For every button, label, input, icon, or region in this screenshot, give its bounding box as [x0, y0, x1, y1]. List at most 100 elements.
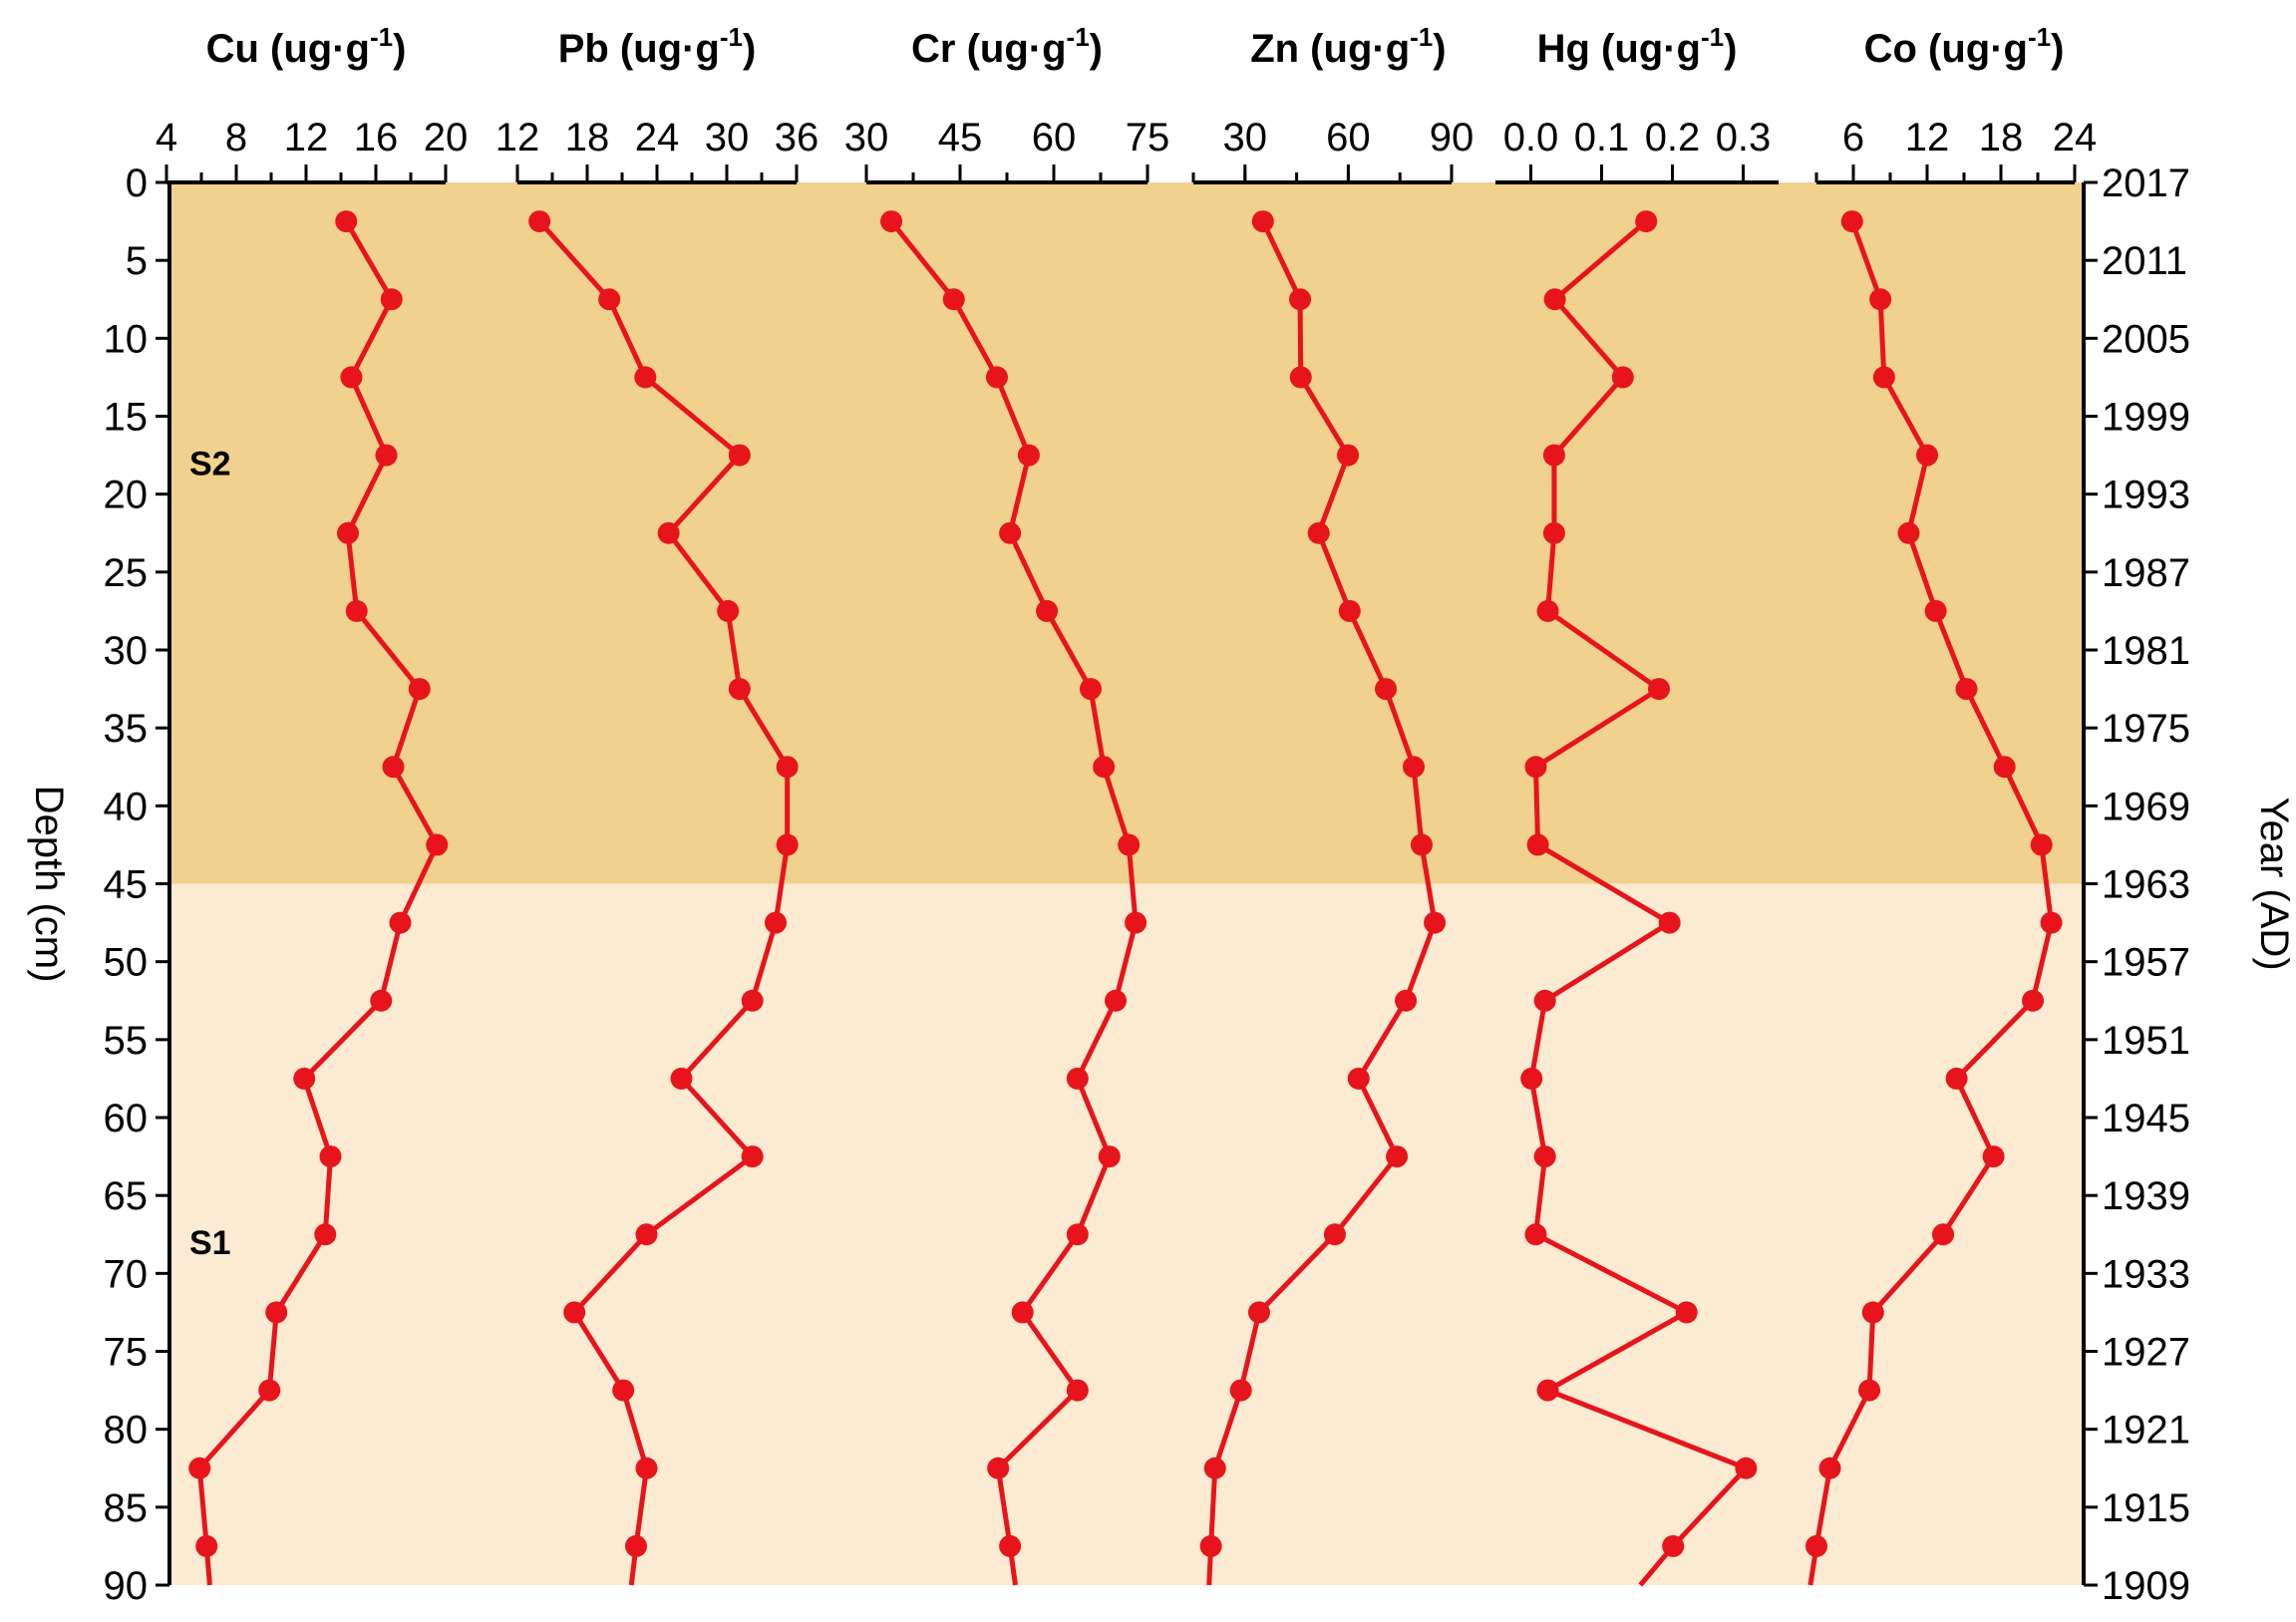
pb-panel-title: Pb (ug·g-1)	[558, 22, 757, 71]
depth-tick-label: 40	[104, 785, 149, 828]
co-data-point	[1805, 1534, 1827, 1557]
cr-data-point	[1066, 1379, 1089, 1402]
cu-tick-label: 16	[354, 116, 399, 160]
hg-tick-label: 0.3	[1716, 116, 1772, 160]
year-tick-label: 1963	[2102, 863, 2190, 907]
co-data-point	[2030, 833, 2053, 856]
hg-tick-label: 0.2	[1645, 116, 1701, 160]
year-tick-label: 1975	[2102, 707, 2190, 751]
depth-tick-label: 45	[104, 863, 149, 907]
co-panel-title: Co (ug·g-1)	[1864, 22, 2065, 71]
year-tick-label: 2011	[2102, 239, 2187, 283]
year-tick-label: 1999	[2102, 396, 2190, 440]
hg-tick-label: 0.1	[1574, 116, 1630, 160]
hg-tick-label: 0.0	[1503, 116, 1559, 160]
zn-data-point	[1323, 1223, 1346, 1246]
pb-data-point	[776, 756, 799, 779]
co-data-point	[1858, 1379, 1881, 1402]
year-tick-label: 1933	[2102, 1252, 2190, 1296]
hg-data-point	[1735, 1457, 1758, 1479]
zn-data-point	[1289, 366, 1312, 389]
zn-data-point	[1229, 1379, 1252, 1402]
cu-data-point	[337, 521, 359, 544]
pb-tick-label: 36	[775, 116, 820, 160]
cu-data-point	[370, 989, 393, 1012]
hg-data-point	[1542, 521, 1565, 544]
depth-tick-label: 75	[104, 1331, 149, 1375]
year-tick-label: 2017	[2102, 162, 2190, 205]
year-tick-label: 1927	[2102, 1331, 2190, 1375]
year-tick-label: 1987	[2102, 551, 2190, 595]
zn-panel-title: Zn (ug·g-1)	[1250, 22, 1446, 71]
year-tick-label: 2005	[2102, 317, 2190, 361]
cu-data-point	[345, 599, 368, 622]
co-tick-label: 12	[1905, 116, 1950, 160]
cu-data-point	[258, 1379, 281, 1402]
cr-tick-label: 75	[1126, 116, 1170, 160]
hg-data-point	[1524, 1223, 1547, 1246]
zn-data-point	[1199, 1534, 1222, 1557]
cu-data-point	[426, 833, 449, 856]
hg-data-point	[1524, 756, 1547, 779]
zn-tick-label: 30	[1223, 116, 1268, 160]
pb-data-point	[563, 1301, 586, 1324]
cu-data-point	[340, 366, 363, 389]
cr-data-point	[985, 366, 1008, 389]
pb-data-point	[612, 1379, 635, 1402]
zn-data-point	[1395, 989, 1418, 1012]
zone-label-s1: S1	[189, 1224, 231, 1262]
depth-tick-label: 50	[104, 941, 149, 985]
cr-data-point	[1098, 1145, 1121, 1168]
zn-tick-label: 90	[1430, 116, 1475, 160]
cu-data-point	[375, 444, 398, 467]
cu-data-point	[408, 678, 431, 701]
hg-data-point	[1542, 444, 1565, 467]
pb-tick-label: 30	[705, 116, 750, 160]
co-data-point	[1872, 366, 1895, 389]
depth-tick-label: 35	[104, 707, 149, 751]
zone-s2-band	[169, 182, 2084, 884]
pb-data-point	[776, 833, 799, 856]
cr-data-point	[1017, 444, 1040, 467]
co-data-point	[1840, 210, 1863, 233]
zn-data-point	[1347, 1067, 1370, 1090]
cr-data-point	[1105, 989, 1128, 1012]
zone-label-s2: S2	[189, 445, 231, 483]
pb-data-point	[670, 1067, 693, 1090]
cr-data-point	[942, 288, 965, 311]
pb-data-point	[728, 444, 751, 467]
co-data-point	[1861, 1301, 1884, 1324]
zn-data-point	[1424, 911, 1447, 934]
cr-data-point	[1011, 1301, 1034, 1324]
co-data-point	[1982, 1145, 2005, 1168]
year-tick-label: 1915	[2102, 1486, 2190, 1530]
hg-data-point	[1520, 1067, 1543, 1090]
depth-tick-label: 55	[104, 1019, 149, 1063]
pb-tick-label: 12	[495, 116, 540, 160]
year-tick-label: 1921	[2102, 1409, 2190, 1453]
depth-tick-label: 85	[104, 1486, 149, 1530]
cu-data-point	[314, 1223, 337, 1246]
cu-data-point	[319, 1145, 342, 1168]
cu-data-point	[389, 911, 412, 934]
zn-data-point	[1386, 1145, 1409, 1168]
zn-data-point	[1375, 678, 1398, 701]
pb-data-point	[728, 678, 751, 701]
co-data-point	[1924, 599, 1947, 622]
axes: 051015202530354045505560657075808590Dept…	[27, 162, 2296, 1608]
pb-data-point	[635, 1457, 658, 1479]
cu-tick-label: 20	[424, 116, 469, 160]
cu-data-point	[265, 1301, 288, 1324]
depth-tick-label: 10	[104, 317, 149, 361]
pb-data-point	[634, 366, 657, 389]
zone-s1-band	[169, 883, 2084, 1585]
co-data-point	[1916, 444, 1938, 467]
pb-data-point	[528, 210, 551, 233]
cr-tick-label: 60	[1032, 116, 1077, 160]
co-tick-label: 6	[1842, 116, 1864, 160]
hg-data-point	[1635, 210, 1658, 233]
